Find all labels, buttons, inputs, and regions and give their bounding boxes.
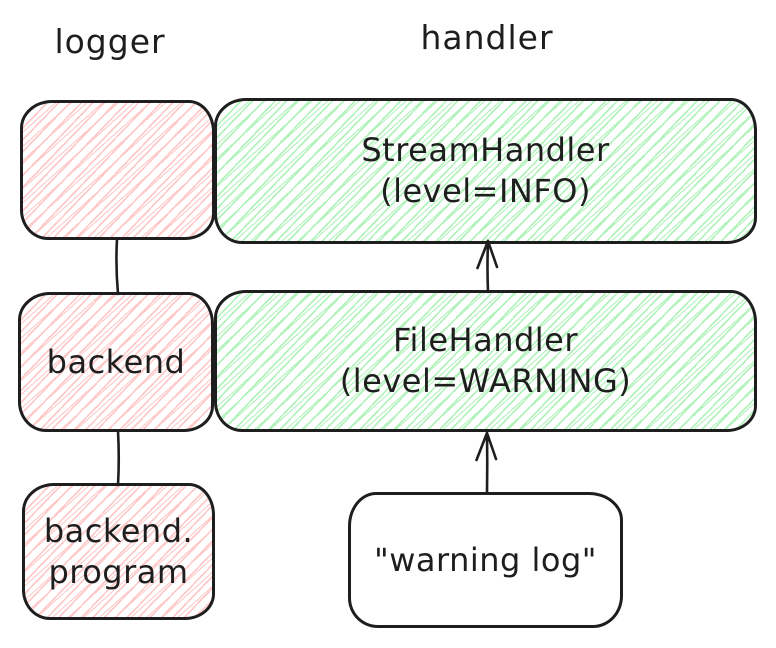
node-backend-logger-label: backend — [46, 342, 186, 381]
node-warning-log: "warning log" — [348, 492, 623, 628]
arrow-warninglog-to-filehandler — [475, 431, 498, 494]
node-file-handler-line2: (level=WARNING) — [339, 362, 632, 400]
arrow-filehandler-to-streamhandler — [476, 239, 499, 294]
node-backend-program-line1: backend. — [43, 511, 194, 550]
column-label-handler: handler — [420, 18, 554, 57]
node-backend-program-logger: backend. program — [22, 483, 215, 620]
node-file-handler: FileHandler (level=WARNING) — [214, 290, 757, 432]
node-file-handler-line1: FileHandler — [392, 321, 579, 360]
edge-root-to-backend — [115, 237, 120, 296]
node-backend-logger: backend — [18, 292, 214, 432]
node-stream-handler-line2: (level=INFO) — [380, 172, 591, 210]
column-label-logger: logger — [54, 22, 166, 61]
node-backend-program-line2: program — [48, 552, 189, 591]
node-root-logger — [20, 100, 215, 240]
node-stream-handler-line1: StreamHandler — [361, 131, 610, 170]
node-warning-log-label: "warning log" — [373, 540, 598, 579]
node-stream-handler: StreamHandler (level=INFO) — [214, 98, 757, 244]
edge-backend-to-program — [116, 429, 121, 487]
